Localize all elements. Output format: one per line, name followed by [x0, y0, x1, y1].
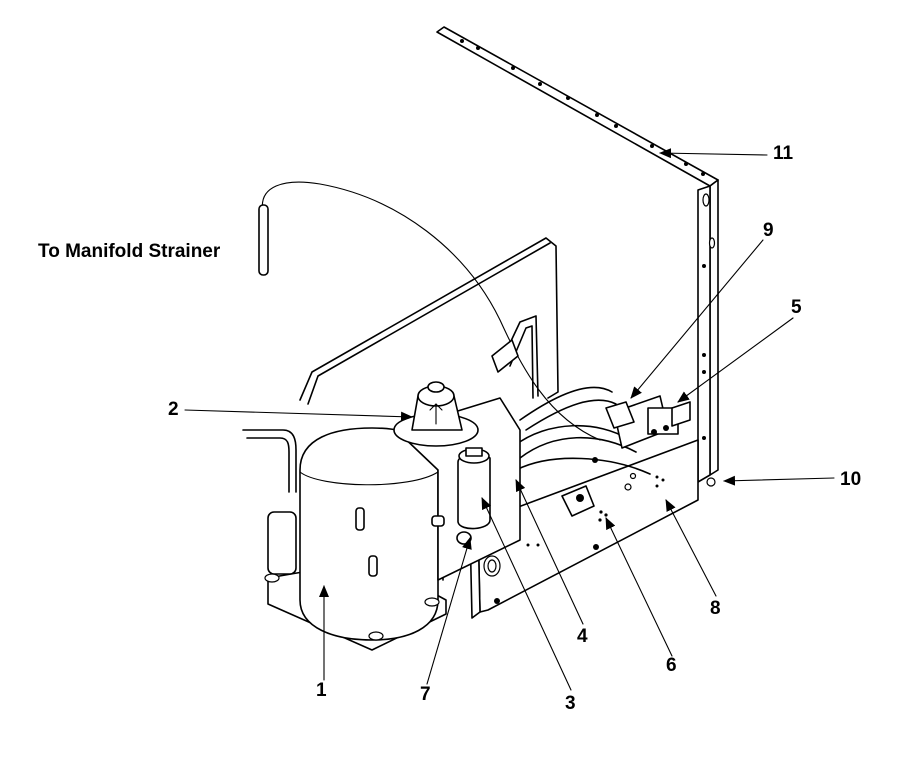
- callout-2: 2: [168, 399, 179, 420]
- service-valve: [561, 485, 595, 517]
- callout-10: 10: [840, 469, 861, 490]
- callout-5: 5: [791, 297, 802, 318]
- callout-11: 11: [773, 143, 794, 164]
- callout-4: 4: [577, 626, 588, 647]
- start-component: [393, 381, 479, 527]
- callout-3: 3: [565, 693, 576, 714]
- callout-8: 8: [710, 598, 721, 619]
- callout-7: 7: [420, 684, 431, 705]
- callout-9: 9: [763, 220, 774, 241]
- leader-lines: [184, 148, 835, 691]
- mounting-bracket: [436, 26, 719, 487]
- accumulator: [457, 447, 491, 530]
- callout-1: 1: [316, 680, 327, 701]
- manifold-strainer-caption: To Manifold Strainer: [38, 241, 221, 262]
- strainer-fitting: [605, 401, 635, 429]
- callout-6: 6: [666, 655, 677, 676]
